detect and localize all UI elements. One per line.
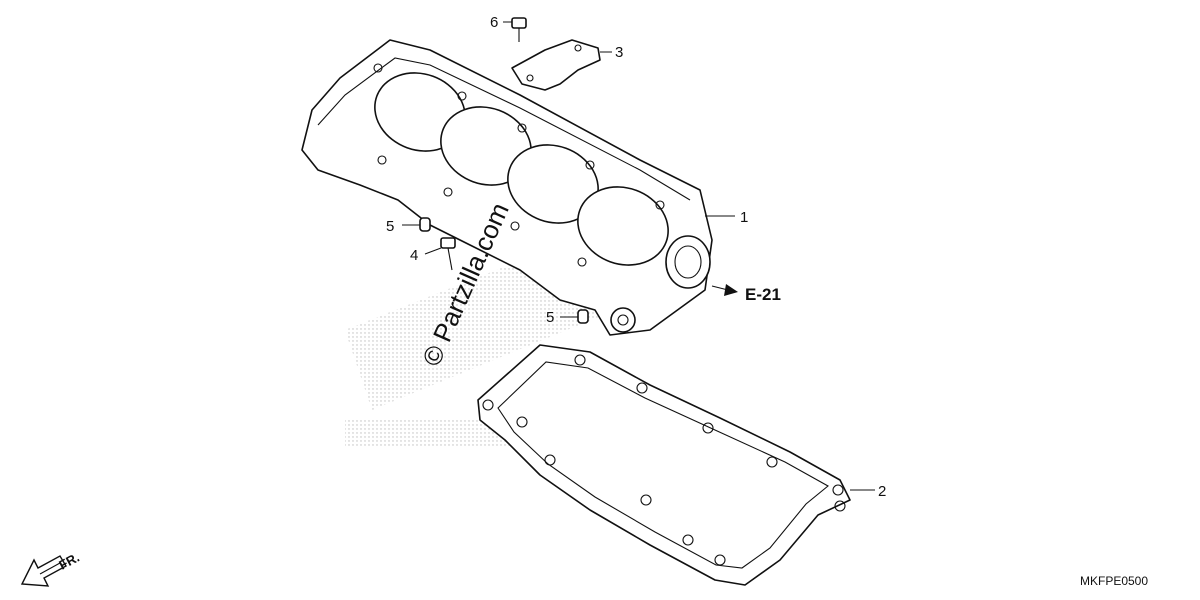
diagram-code: MKFPE0500 — [1080, 574, 1148, 588]
front-direction-arrow-icon — [20, 555, 67, 587]
label-part-4: 4 — [410, 247, 418, 264]
bolt-4 — [440, 237, 456, 271]
bolt-6 — [511, 17, 527, 42]
bracket — [511, 39, 601, 91]
cylinder-gasket — [477, 344, 851, 586]
label-part-1: 1 — [740, 209, 748, 226]
label-part-3: 3 — [615, 44, 623, 61]
cylinder-block — [301, 39, 713, 336]
label-part-5-left: 5 — [386, 218, 394, 235]
reference-arrow — [711, 284, 738, 296]
dowel-pin-right — [577, 309, 589, 324]
leader-lines — [402, 21, 875, 491]
reference-label: E-21 — [745, 285, 781, 304]
label-part-5-right: 5 — [546, 309, 554, 326]
dowel-pin-left — [419, 217, 431, 232]
label-part-6: 6 — [490, 14, 498, 31]
label-part-2: 2 — [878, 483, 886, 500]
